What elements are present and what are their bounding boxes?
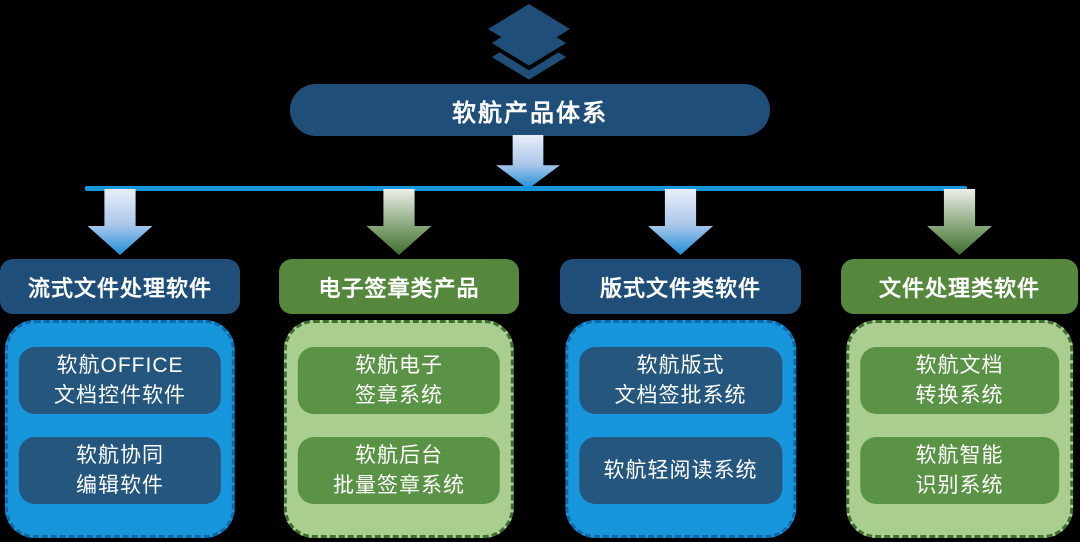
product-item: 软航电子 签章系统 [297,347,501,414]
branch-header-label: 版式文件类软件 [599,275,761,301]
product-item: 软航智能 识别系统 [859,437,1060,504]
branch-header: 文件处理类软件 [841,259,1078,314]
product-item: 软航OFFICE 文档控件软件 [18,347,222,414]
down-arrow-icon [496,135,560,189]
product-item: 软航文档 转换系统 [859,347,1060,414]
branch-container: 软航电子 签章系统 软航后台 批量签章系统 [283,320,515,538]
branch-stream-document-software: 流式文件处理软件 软航OFFICE 文档控件软件 软航协同 编辑软件 [0,189,240,542]
connector-line [85,186,967,191]
root-node-label: 软航产品体系 [452,99,608,127]
branch-header: 电子签章类产品 [279,259,519,314]
branch-header: 流式文件处理软件 [0,259,240,314]
down-arrow-icon [366,189,432,255]
branch-container: 软航OFFICE 文档控件软件 软航协同 编辑软件 [4,320,236,538]
down-arrow-icon [87,189,153,255]
root-node: 软航产品体系 [290,84,770,136]
branch-layout-document-software: 版式文件类软件 软航版式 文档签批系统 软航轻阅读系统 [560,189,801,542]
branch-header: 版式文件类软件 [560,259,801,314]
product-item: 软航协同 编辑软件 [18,437,222,504]
branch-container: 软航版式 文档签批系统 软航轻阅读系统 [564,320,797,538]
branch-file-processing-software: 文件处理类软件 软航文档 转换系统 软航智能 识别系统 [841,189,1078,542]
branch-header-label: 电子签章类产品 [318,275,480,301]
branch-container: 软航文档 转换系统 软航智能 识别系统 [845,320,1074,538]
down-arrow-icon [927,189,992,255]
product-item: 软航后台 批量签章系统 [297,437,501,504]
down-arrow-icon [648,189,713,255]
product-item: 软航轻阅读系统 [578,437,783,504]
branch-header-label: 文件处理类软件 [878,275,1040,301]
branch-header-label: 流式文件处理软件 [27,275,212,301]
product-item: 软航版式 文档签批系统 [578,347,783,414]
layers-stack-icon [487,4,571,82]
branch-esignature-products: 电子签章类产品 软航电子 签章系统 软航后台 批量签章系统 [279,189,519,542]
